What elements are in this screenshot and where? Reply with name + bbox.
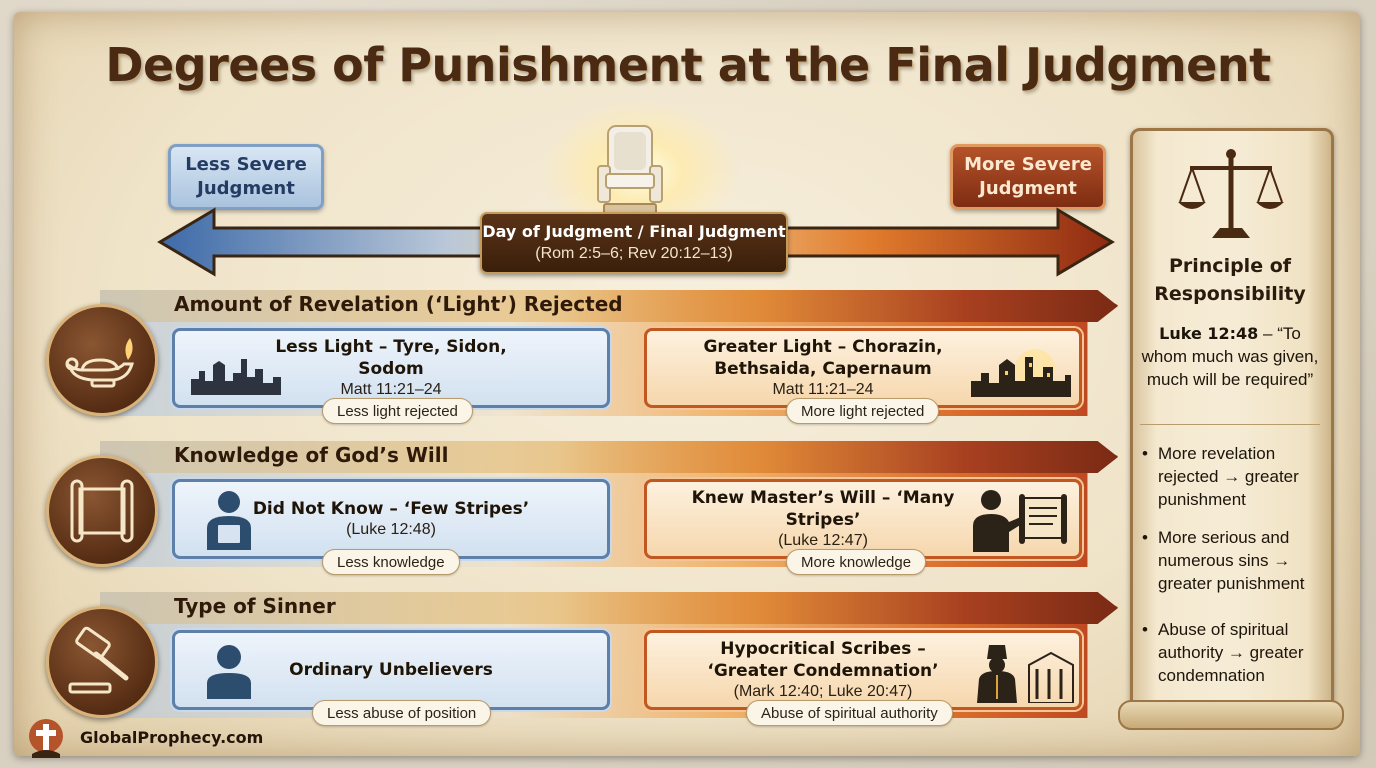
row-revelation: Amount of Revelation (‘Light’) Rejected …	[40, 290, 1120, 430]
final-judgment-box: Day of Judgment / Final Judgment (Rom 2:…	[480, 212, 788, 274]
row-type-of-sinner: Type of Sinner Ordinary Unbelievers Less…	[40, 592, 1120, 732]
card-title: Ordinary Unbelievers	[289, 660, 493, 680]
oil-lamp-icon	[46, 304, 158, 416]
card-reference: Matt 11:21–24	[340, 381, 442, 398]
card-title: Did Not Know – ‘Few Stripes’	[252, 499, 530, 519]
gavel-icon	[46, 606, 158, 718]
site-name: GlobalProphecy.com	[80, 728, 264, 747]
greater-light-card: Greater Light – Chorazin, Bethsaida, Cap…	[644, 328, 1082, 408]
scroll-roll	[1118, 700, 1344, 730]
more-light-pill: More light rejected	[786, 398, 940, 424]
card-reference: Matt 11:21–24	[772, 381, 874, 398]
principle-bullet: More revelation rejected → greater punis…	[1140, 442, 1326, 511]
row-heading: Type of Sinner	[174, 594, 336, 618]
ordinary-unbelievers-card: Ordinary Unbelievers	[172, 630, 610, 710]
hypocritical-scribes-card: Hypocritical Scribes – ‘Greater Condemna…	[644, 630, 1082, 710]
city-skyline-icon	[191, 359, 281, 395]
person-with-book-icon	[207, 491, 251, 550]
quote-text: – “To whom much was given, much will be …	[1141, 324, 1319, 389]
row-heading: Knowledge of God’s Will	[174, 443, 449, 467]
final-judgment-title: Day of Judgment / Final Judgment	[482, 222, 786, 241]
less-light-pill: Less light rejected	[322, 398, 473, 424]
final-judgment-refs: (Rom 2:5–6; Rev 20:12–13)	[535, 245, 733, 262]
row-heading-band	[100, 441, 1118, 473]
principle-bullet: More serious and numerous sins → greater…	[1140, 526, 1326, 595]
card-reference: (Luke 12:48)	[346, 521, 436, 538]
row-heading: Amount of Revelation (‘Light’) Rejected	[174, 292, 623, 316]
throne-icon	[597, 125, 663, 215]
cross-logo-icon	[29, 719, 63, 758]
row-heading-band	[100, 290, 1118, 322]
scales-of-justice-icon	[1178, 149, 1284, 238]
card-title: Less Light – Tyre, Sidon, Sodom	[275, 337, 507, 379]
lit-city-icon	[971, 349, 1071, 397]
row-heading-band	[100, 592, 1118, 624]
principle-title: Principle of Responsibility	[1154, 255, 1306, 305]
less-light-card: Less Light – Tyre, Sidon, Sodom Matt 11:…	[172, 328, 610, 408]
less-abuse-pill: Less abuse of position	[312, 700, 492, 726]
scroll-icon	[46, 455, 158, 567]
person-reading-scroll-icon	[973, 490, 1067, 552]
card-title: Knew Master’s Will – ‘Many Stripes’	[691, 488, 955, 530]
card-reference: (Mark 12:40; Luke 20:47)	[733, 683, 913, 700]
less-knowledge-pill: Less knowledge	[322, 549, 460, 575]
divider	[1140, 424, 1320, 425]
card-title: Hypocritical Scribes – ‘Greater Condemna…	[707, 639, 939, 681]
knew-masters-will-card: Knew Master’s Will – ‘Many Stripes’ (Luk…	[644, 479, 1082, 559]
less-severe-label: Less Severe Judgment	[168, 144, 324, 210]
scribe-temple-icon	[977, 645, 1074, 703]
person-icon	[207, 645, 251, 699]
page-title: Degrees of Punishment at the Final Judgm…	[105, 38, 1271, 92]
abuse-authority-pill: Abuse of spiritual authority	[746, 700, 953, 726]
card-reference: (Luke 12:47)	[778, 532, 868, 549]
principle-quote: Luke 12:48 – “To whom much was given, mu…	[1140, 322, 1320, 391]
more-severe-label: More Severe Judgment	[950, 144, 1106, 210]
row-knowledge: Knowledge of God’s Will Did Not Know – ‘…	[40, 441, 1120, 581]
quote-reference: Luke 12:48	[1159, 324, 1259, 343]
did-not-know-card: Did Not Know – ‘Few Stripes’ (Luke 12:48…	[172, 479, 610, 559]
more-knowledge-pill: More knowledge	[786, 549, 927, 575]
card-title: Greater Light – Chorazin, Bethsaida, Cap…	[703, 337, 943, 379]
principle-bullet: Abuse of spiritual authority → greater c…	[1140, 618, 1326, 687]
